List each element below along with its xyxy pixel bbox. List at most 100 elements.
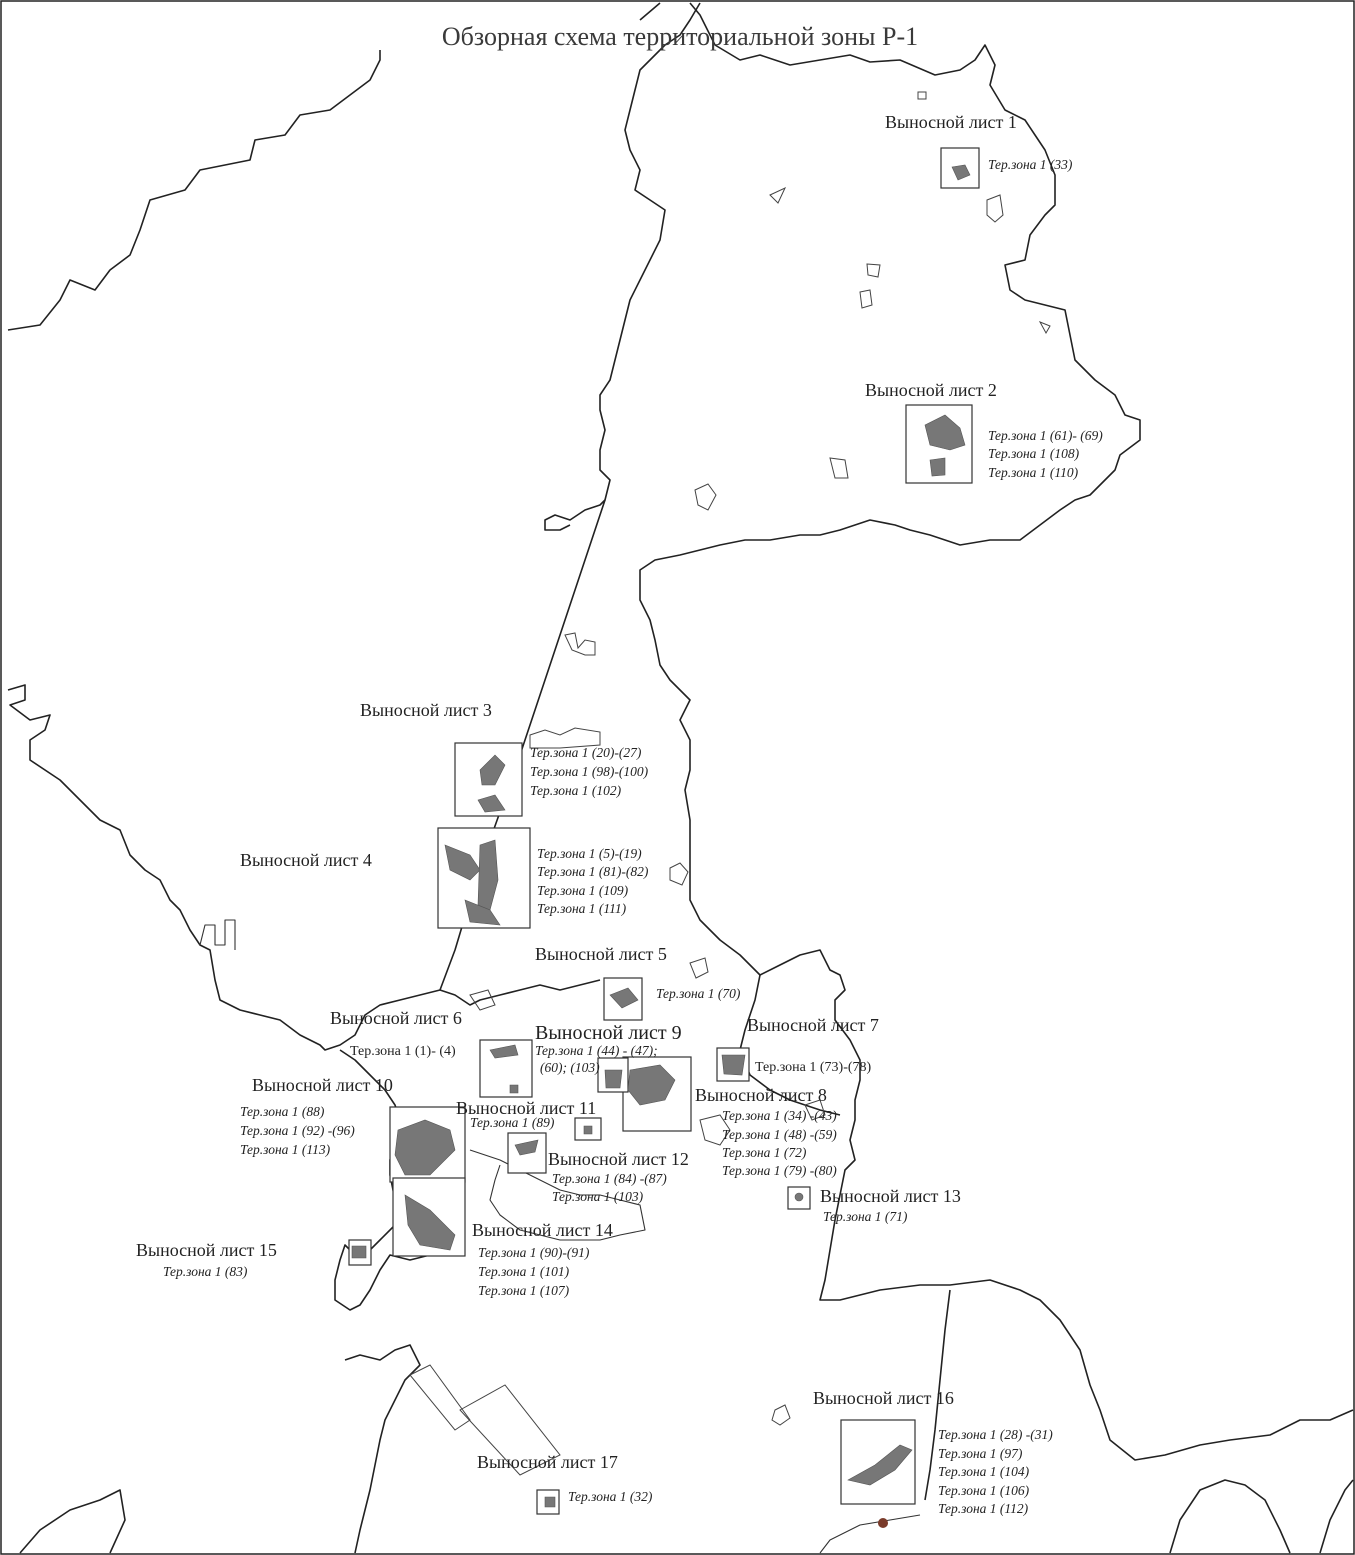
zone-item: Тер.зона 1 (107): [478, 1283, 570, 1298]
zone-list-9: Тер.зона 1 (44) - (47); (60); (103): [535, 1043, 658, 1075]
zone-list-10: Тер.зона 1 (88) Тер.зона 1 (92) -(96) Те…: [240, 1104, 355, 1157]
sheet-frame-6: [479, 1039, 533, 1098]
zone-item: Тер.зона 1 (84) -(87): [552, 1171, 667, 1186]
sheet-frame-1: [940, 147, 980, 189]
sheet-frame-11: [574, 1117, 602, 1141]
sheet-label-10: Выносной лист 10: [252, 1075, 393, 1095]
sheet-label-5: Выносной лист 5: [535, 944, 667, 964]
sheet-label-11: Выносной лист 11: [456, 1098, 596, 1118]
boundary-southeast: [1169, 1479, 1354, 1554]
sheet-frame-7: [716, 1047, 750, 1082]
sheet-label-14: Выносной лист 14: [472, 1220, 613, 1240]
zone-list-2: Тер.зона 1 (61)- (69) Тер.зона 1 (108) Т…: [988, 428, 1103, 480]
sheet-label-9: Выносной лист 9: [535, 1022, 682, 1044]
zone-item: Тер.зона 1 (90)-(91): [478, 1245, 590, 1260]
sheet-frame-13: [787, 1186, 811, 1210]
zone-item: Тер.зона 1 (1)- (4): [350, 1044, 456, 1059]
sheet-frame-5: [603, 977, 643, 1021]
sheet-label-17: Выносной лист 17: [477, 1452, 618, 1472]
zone-item: Тер.зона 1 (108): [988, 446, 1080, 461]
zone-item: Тер.зона 1 (28) -(31): [938, 1427, 1053, 1442]
boundary-east-mid: [739, 974, 841, 1116]
sheet-label-12: Выносной лист 12: [548, 1149, 689, 1169]
sheet-label-8: Выносной лист 8: [695, 1085, 827, 1105]
sheet-frame-3: [454, 742, 523, 817]
zone-item: Тер.зона 1 (109): [537, 883, 629, 898]
zone-item: Тер.зона 1 (92) -(96): [240, 1123, 355, 1138]
zone-item: Тер.зона 1 (32): [568, 1489, 653, 1504]
zone-item: Тер.зона 1 (5)-(19): [537, 846, 642, 861]
zone-item: Тер.зона 1 (20)-(27): [530, 745, 642, 760]
scattered-plots: [409, 91, 1051, 1476]
zone-item: Тер.зона 1 (104): [938, 1464, 1030, 1479]
zone-list-7: Тер.зона 1 (73)-(78): [755, 1060, 872, 1075]
zone-list-6: Тер.зона 1 (1)- (4): [350, 1044, 456, 1059]
zone-item: Тер.зона 1 (98)-(100): [530, 764, 649, 779]
zone-list-16: Тер.зона 1 (28) -(31) Тер.зона 1 (97) Те…: [938, 1427, 1053, 1516]
sheet-label-2: Выносной лист 2: [865, 380, 997, 400]
zone-list-15: Тер.зона 1 (83): [163, 1264, 248, 1279]
zone-item: Тер.зона 1 (70): [656, 986, 741, 1001]
city-internal-lines: [469, 1149, 646, 1241]
zone-item: Тер.зона 1 (33): [988, 157, 1073, 172]
zone-list-8: Тер.зона 1 (34) -(43) Тер.зона 1 (48) -(…: [722, 1108, 837, 1178]
zone-list-5: Тер.зона 1 (70): [656, 986, 741, 1001]
boundary-west-mid: [7, 684, 601, 1051]
sheet-label-7: Выносной лист 7: [747, 1015, 879, 1035]
sheet-label-15: Выносной лист 15: [136, 1240, 277, 1260]
boundary-north: [639, 2, 1354, 1461]
zone-item: Тер.зона 1 (48) -(59): [722, 1127, 837, 1142]
boundary-south-2: [19, 1489, 126, 1554]
zone-item: Тер.зона 1 (102): [530, 783, 622, 798]
zone-list-1: Тер.зона 1 (33): [988, 157, 1073, 172]
zone-item: Тер.зона 1 (88): [240, 1104, 325, 1119]
boundary-east-inner: [924, 1289, 951, 1501]
zone-item: Тер.зона 1 (72): [722, 1145, 807, 1160]
boundary-south: [344, 1344, 421, 1554]
sheet-label-4: Выносной лист 4: [240, 850, 372, 870]
sheet-label-13: Выносной лист 13: [820, 1186, 961, 1206]
zone-item: (60); (103): [540, 1060, 600, 1075]
zone-item: Тер.зона 1 (44) - (47);: [535, 1043, 658, 1058]
zone-item: Тер.зона 1 (110): [988, 465, 1079, 480]
sheet-frame-14: [392, 1177, 466, 1257]
map-title: Обзорная схема территориальной зоны Р-1: [442, 22, 918, 51]
marker-dot: [878, 1518, 888, 1528]
zone-item: Тер.зона 1 (113): [240, 1142, 331, 1157]
sheet-label-16: Выносной лист 16: [813, 1388, 954, 1408]
zone-item: Тер.зона 1 (71): [823, 1209, 908, 1224]
zone-item: Тер.зона 1 (61)- (69): [988, 428, 1103, 443]
zone-item: Тер.зона 1 (112): [938, 1501, 1029, 1516]
zone-list-17: Тер.зона 1 (32): [568, 1489, 653, 1504]
zone-item: Тер.зона 1 (79) -(80): [722, 1163, 837, 1178]
zone-item: Тер.зона 1 (101): [478, 1264, 570, 1279]
boundary-west: [7, 50, 381, 331]
zone-list-13: Тер.зона 1 (71): [823, 1209, 908, 1224]
sheet-label-1: Выносной лист 1: [885, 112, 1017, 132]
coast-detail: [199, 919, 236, 950]
zone-item: Тер.зона 1 (81)-(82): [537, 864, 649, 879]
zone-list-3: Тер.зона 1 (20)-(27) Тер.зона 1 (98)-(10…: [530, 745, 649, 798]
zone-item: Тер.зона 1 (106): [938, 1483, 1030, 1498]
sheet-label-6: Выносной лист 6: [330, 1008, 462, 1028]
sheet-frame-9: [597, 1056, 692, 1132]
boundary-central-north: [544, 2, 701, 531]
boundary-south-center: [819, 1514, 921, 1554]
zone-item: Тер.зона 1 (83): [163, 1264, 248, 1279]
sheet-frame-17: [536, 1489, 560, 1515]
sheet-frame-10: [389, 1106, 466, 1183]
zone-item: Тер.зона 1 (111): [537, 901, 627, 916]
zone-item: Тер.зона 1 (73)-(78): [755, 1060, 872, 1075]
zone-item: Тер.зона 1 (97): [938, 1446, 1023, 1461]
sheet-frame-15: [348, 1239, 372, 1266]
sheet-frame-16: [840, 1419, 916, 1528]
zone-list-14: Тер.зона 1 (90)-(91) Тер.зона 1 (101) Те…: [478, 1245, 590, 1298]
zone-item: Тер.зона 1 (89): [470, 1115, 555, 1130]
sheet-frame-2: [905, 404, 973, 484]
sheet-frame-4: [437, 827, 531, 929]
zone-list-4: Тер.зона 1 (5)-(19) Тер.зона 1 (81)-(82)…: [537, 846, 649, 916]
zone-item: Тер.зона 1 (34) -(43): [722, 1108, 837, 1123]
zone-item: Тер.зона 1 (103): [552, 1189, 644, 1204]
